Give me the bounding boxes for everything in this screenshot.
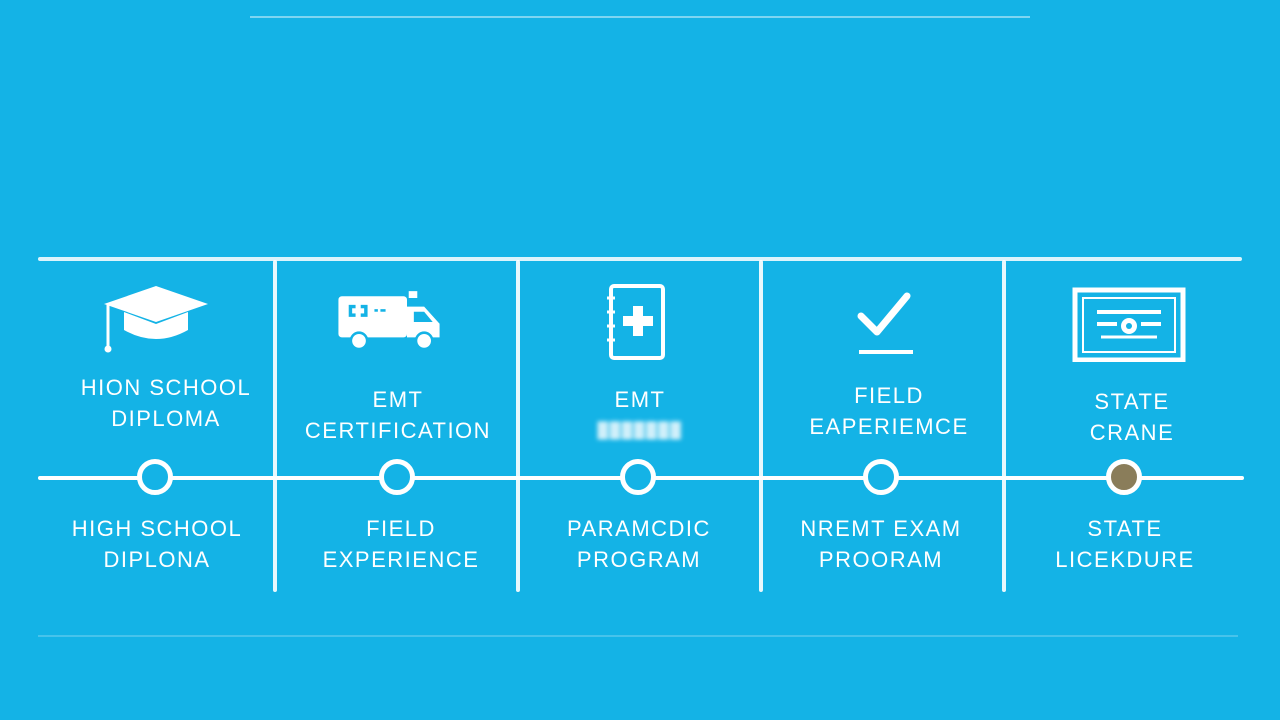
timeline-frame-top bbox=[38, 257, 1242, 261]
column-divider bbox=[1002, 260, 1006, 592]
timeline-node-current[interactable] bbox=[1106, 459, 1142, 495]
checkmark-icon bbox=[827, 282, 947, 362]
column-divider bbox=[273, 260, 277, 592]
top-divider-line bbox=[250, 16, 1030, 18]
medical-notebook-icon bbox=[577, 282, 697, 362]
timeline-node[interactable] bbox=[863, 459, 899, 495]
bottom-divider-line bbox=[38, 635, 1238, 637]
timeline-node[interactable] bbox=[620, 459, 656, 495]
timeline-node[interactable] bbox=[137, 459, 173, 495]
timeline-node[interactable] bbox=[379, 459, 415, 495]
lower-label: HIGH SCHOOLDIPLOnA bbox=[71, 516, 243, 572]
upper-label: EMT███████ bbox=[597, 387, 683, 439]
ambulance-icon bbox=[335, 282, 455, 362]
column-divider bbox=[516, 260, 520, 592]
column-divider bbox=[759, 260, 763, 592]
graduation-cap-icon bbox=[98, 282, 218, 362]
certificate-icon bbox=[1071, 282, 1191, 362]
